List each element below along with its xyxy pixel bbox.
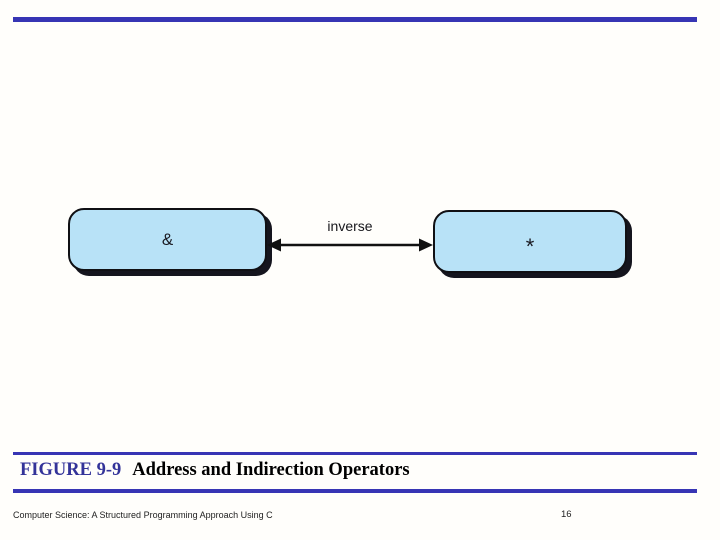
figure-title: Address and Indirection Operators: [132, 460, 410, 480]
caption-top-rule: [13, 452, 697, 455]
address-operator-box: &: [68, 208, 267, 271]
top-accent-rule: [13, 17, 697, 22]
footer-book-title: Computer Science: A Structured Programmi…: [13, 510, 273, 520]
inverse-arrow-label: inverse: [327, 218, 373, 234]
indirection-operator-label: *: [525, 233, 535, 259]
address-operator-label: &: [161, 230, 174, 249]
figure-caption: FIGURE 9-9 Address and Indirection Operat…: [20, 460, 410, 481]
footer-page-number: 16: [561, 509, 572, 520]
caption-bottom-rule: [13, 488, 697, 493]
figure-number-label: FIGURE 9-9: [20, 460, 122, 480]
indirection-operator-box: *: [433, 210, 627, 273]
double-headed-arrow-icon: [267, 238, 433, 252]
